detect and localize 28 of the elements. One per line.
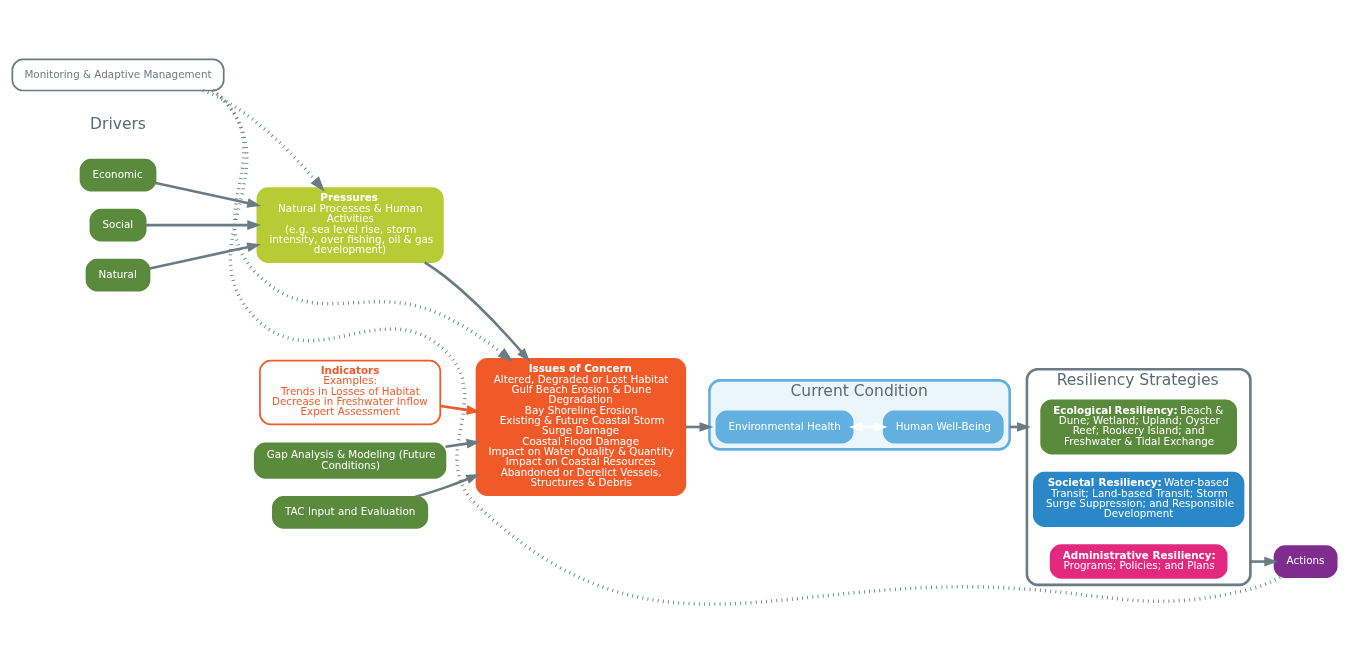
node-box: Monitoring & Adaptive Management (11, 58, 225, 91)
node-box: Human Well-Being (882, 410, 1004, 443)
arrow (202, 88, 325, 192)
node-box: Natural (85, 258, 151, 292)
arrow (211, 88, 514, 362)
arrow (145, 219, 262, 230)
node-box: Economic (79, 158, 157, 191)
node-box: Environmental Health (715, 410, 854, 443)
node-box: Societal Resiliency: Water-based Transit; Land-based Transit; Storm Surge Suppression; and Responsible Development (1032, 471, 1245, 527)
node-box: Ecological Resiliency: Beach & Dune; Wetland; Upland; Oyster Reef; Rookery Island; and Freshwater & Tidal Exchange (1040, 398, 1237, 455)
arrow (1250, 556, 1279, 566)
arrow (155, 181, 262, 208)
node-box: Social (89, 208, 147, 241)
node-box: Indicators Examples: Trends in Losses of Habitat Decrease in Freshwater Inflow Expert Assessment (259, 359, 442, 425)
node-box: Gap Analysis & Modeling (Future Conditions) (253, 442, 447, 479)
arrow (445, 438, 481, 448)
node-box: TAC Input and Evaluation (272, 495, 429, 529)
label: Drivers (90, 114, 146, 133)
node-box: Administrative Resiliency: Programs; Policies; and Plans (1049, 543, 1228, 579)
arrow (149, 241, 262, 270)
connector (211, 88, 1281, 606)
node-box: Actions (1273, 544, 1338, 578)
arrow (415, 473, 480, 498)
arrow (685, 421, 714, 432)
arrow (424, 260, 530, 362)
arrow (848, 421, 888, 432)
node-box: Pressures Natural Processes & Human Activities (e.g. sea level rise, storm intensity, over fishing, oil & gas development) (256, 186, 444, 263)
node-box: Issues of Concern Altered, Degraded or Lost Habitat Gulf Beach Erosion & Dune Degradation Bay Shoreline Erosion Existing & Future Coastal Storm Surge Damage Coastal Flood Damage Impact on Water Quality & Quantity Impact on Coastal Resources Abandoned or Derelict Vessels, Structures & Debris (475, 357, 687, 496)
